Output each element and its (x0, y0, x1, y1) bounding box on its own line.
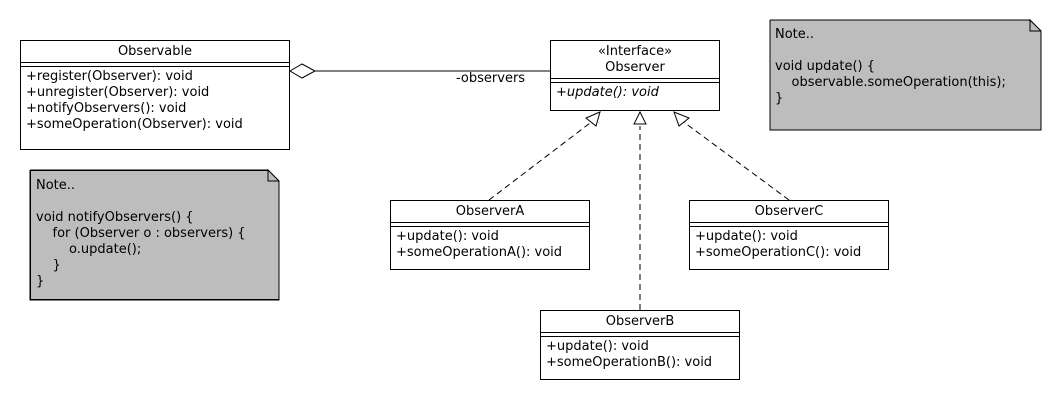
operation: +someOperation(Observer): void (26, 117, 243, 132)
class-observer-a: ObserverA +update(): void +someOperation… (390, 200, 590, 270)
operations-list: +update(): void (551, 83, 719, 103)
realization-arrow-b-icon (633, 110, 647, 125)
operation: +register(Observer): void (26, 69, 193, 84)
operations-list: +update(): void +someOperationA(): void (391, 227, 589, 263)
stereotype: «Interface» (597, 44, 673, 59)
operation: +someOperationC(): void (695, 245, 862, 260)
association-role-label: -observers (456, 71, 526, 86)
attribute-compartment (551, 78, 719, 83)
operations-list: +update(): void +someOperationB(): void (541, 337, 739, 373)
realization-line-c (680, 119, 790, 201)
class-name: «Interface» Observer (551, 41, 719, 78)
note-text: Note.. void update() { observable.someOp… (775, 27, 1006, 106)
note-notify-observers: Note.. void notifyObservers() { for (Obs… (30, 170, 279, 300)
interface-observer: «Interface» Observer +update(): void (550, 40, 720, 111)
class-name: ObserverB (605, 314, 675, 329)
attribute-compartment (690, 222, 888, 227)
class-observer-b: ObserverB +update(): void +someOperation… (540, 310, 740, 380)
operations-list: +register(Observer): void +unregister(Ob… (21, 67, 289, 135)
realization-arrow-c-icon (673, 111, 690, 127)
realization-line-a (488, 119, 595, 201)
note-update: Note.. void update() { observable.someOp… (770, 20, 1041, 130)
class-name: Observable (117, 44, 193, 59)
realization-arrow-a-icon (585, 111, 601, 127)
operation: +update(): void (695, 229, 798, 244)
operation: +update(): void (396, 229, 499, 244)
class-observer-c: ObserverC +update(): void +someOperation… (689, 200, 889, 270)
operation: +notifyObservers(): void (26, 101, 187, 116)
note-text: Note.. void notifyObservers() { for (Obs… (36, 178, 246, 289)
class-name: ObserverC (754, 204, 824, 219)
operations-list: +update(): void +someOperationC(): void (690, 227, 888, 263)
operation: +someOperationB(): void (546, 355, 713, 370)
operation: +update(): void (546, 339, 649, 354)
operation: +update(): void (556, 85, 659, 100)
interface-name: Observer (605, 60, 665, 75)
attribute-compartment (541, 332, 739, 337)
class-name: ObserverA (455, 204, 525, 219)
operation: +someOperationA(): void (396, 245, 563, 260)
attribute-compartment (21, 62, 289, 67)
class-observable: Observable +register(Observer): void +un… (20, 40, 290, 150)
attribute-compartment (391, 222, 589, 227)
aggregation-diamond-icon (289, 63, 317, 79)
operation: +unregister(Observer): void (26, 85, 210, 100)
